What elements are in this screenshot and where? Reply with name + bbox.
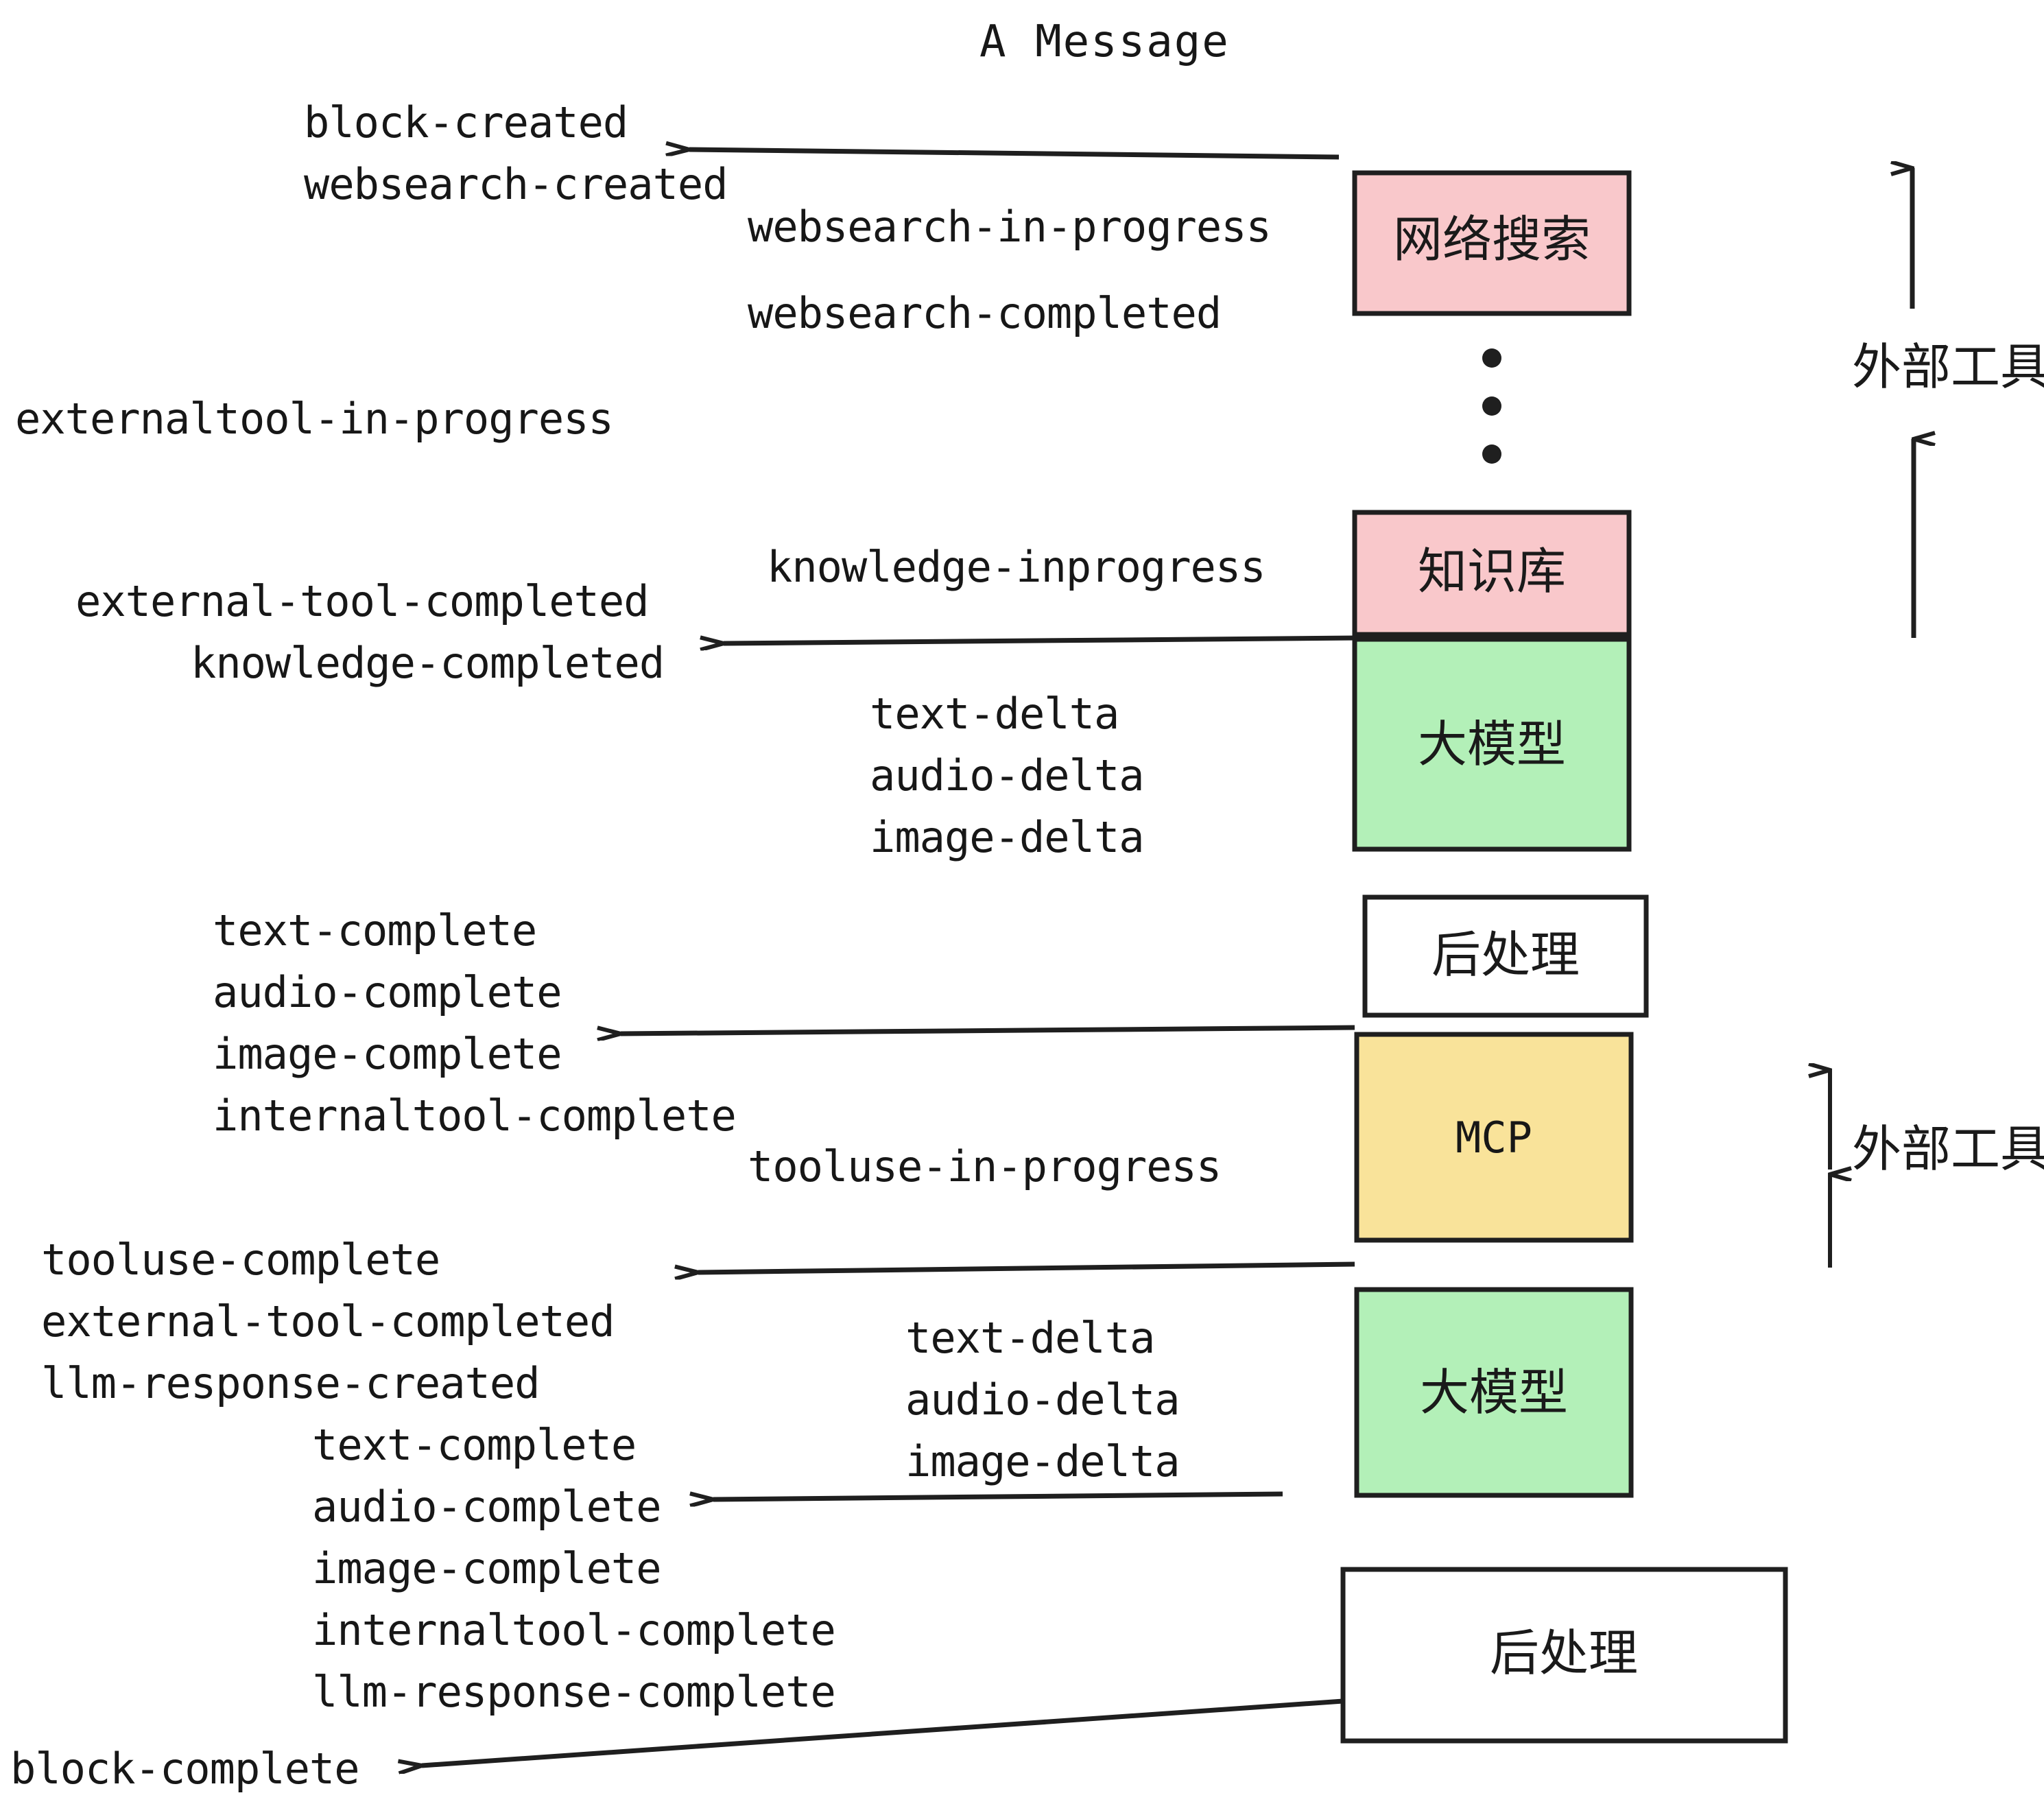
event-image-delta-2: image-delta [905,1436,1180,1486]
event-text-complete-2: text-complete [312,1420,636,1470]
event-external-tool-completed-2: external-tool-completed [41,1296,615,1346]
box-websearch[interactable] [1352,170,1632,316]
event-block-created: block-created [304,97,628,147]
box-mcp-label: MCP [1455,1113,1532,1163]
box-postprocess-1[interactable] [1362,894,1649,1018]
ellipsis-dot-2 [1482,396,1501,416]
external-tools-top-label: 外部工具 [1852,338,2044,396]
event-llm-response-complete: llm-response-complete [312,1667,835,1717]
box-postprocess-2-label: 后处理 [1490,1624,1638,1682]
event-text-delta-2: text-delta [905,1313,1154,1363]
box-websearch-label: 网络搜索 [1393,211,1591,268]
box-postprocess-2[interactable] [1340,1567,1788,1744]
box-postprocess-1-label: 后处理 [1431,926,1580,984]
event-knowledge-inprogress: knowledge-inprogress [767,542,1265,592]
event-block-complete: block-complete [10,1744,359,1794]
box-knowledge[interactable] [1352,510,1632,637]
event-websearch-completed: websearch-completed [748,288,1221,338]
arrow-mcp-to-events [698,1261,1355,1272]
event-audio-delta-2: audio-delta [905,1375,1180,1425]
event-internaltool-complete-1: internaltool-complete [213,1091,736,1141]
event-websearch-created: websearch-created [304,159,728,209]
event-external-tool-completed-1: external-tool-completed [75,576,649,626]
event-image-delta-1: image-delta [870,812,1144,862]
box-llm-2[interactable] [1354,1287,1634,1498]
arrow-websearch-to-events [689,150,1340,160]
event-tooluse-complete: tooluse-complete [41,1235,440,1285]
event-knowledge-completed: knowledge-completed [191,638,664,688]
arrow-postprocess1-to-events [621,1025,1355,1034]
event-image-complete-2: image-complete [312,1543,661,1593]
box-llm-2-label: 大模型 [1420,1364,1568,1421]
box-knowledge-label: 知识库 [1418,543,1566,600]
event-audio-delta-1: audio-delta [870,750,1144,800]
arrow-knowledge-to-events [724,638,1357,643]
event-internaltool-complete-2: internaltool-complete [312,1605,835,1655]
box-mcp[interactable] [1354,1032,1634,1243]
event-audio-complete-1: audio-complete [213,967,562,1017]
event-image-complete-1: image-complete [213,1029,562,1079]
event-audio-complete-2: audio-complete [312,1482,661,1532]
arrow-postprocess2-to-block-complete [422,1698,1344,1766]
ellipsis-dot-1 [1482,348,1501,368]
arrow-llm2-to-events [713,1494,1283,1499]
event-llm-response-created: llm-response-created [41,1358,540,1408]
ellipsis-dot-3 [1482,444,1501,464]
event-text-delta-1: text-delta [870,689,1119,739]
event-tooluse-in-progress: tooluse-in-progress [748,1141,1221,1191]
external-tools-bottom-label: 外部工具 [1852,1120,2044,1178]
event-text-complete-1: text-complete [213,905,536,956]
box-llm-1[interactable] [1352,637,1632,852]
box-llm-1-label: 大模型 [1418,715,1566,773]
page-title: A Message [979,16,1230,67]
event-externaltool-in-progress: externaltool-in-progress [15,394,613,444]
event-websearch-in-progress: websearch-in-progress [748,202,1271,252]
